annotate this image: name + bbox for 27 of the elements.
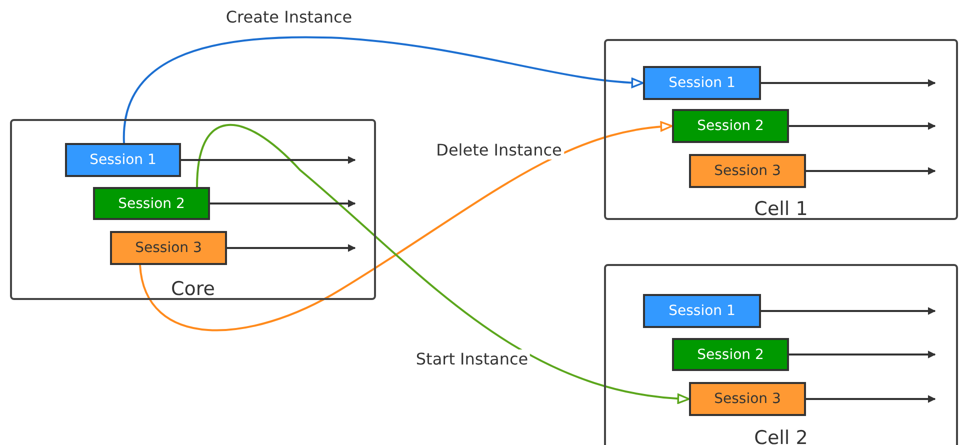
session-box: Session 2: [93, 187, 210, 220]
arrow: [789, 122, 936, 130]
session-box: Session 1: [643, 294, 761, 328]
arrow: [761, 307, 936, 315]
group-title: Cell 2: [753, 427, 809, 445]
session-box: Session 2: [672, 338, 789, 371]
arrow: [789, 350, 936, 358]
group-frame: [604, 264, 958, 445]
group-title: Cell 1: [753, 198, 809, 220]
arrow: [761, 79, 936, 87]
group-title: Core: [170, 278, 216, 300]
arrow: [806, 167, 936, 175]
group-frame: [604, 39, 958, 220]
arrow: [181, 156, 356, 164]
session-box: Session 1: [65, 143, 181, 177]
arrow: [227, 244, 356, 252]
arrow: [196, 124, 690, 404]
session-box: Session 3: [689, 382, 806, 416]
arrow: [210, 200, 356, 208]
group-frame: [10, 119, 376, 300]
session-box: Session 3: [689, 154, 806, 188]
session-box: Session 1: [643, 66, 761, 100]
session-box: Session 2: [672, 109, 789, 143]
arrow: [139, 122, 673, 331]
arrow: [806, 395, 936, 403]
arrow: [123, 36, 644, 144]
session-box: Session 3: [110, 231, 227, 265]
